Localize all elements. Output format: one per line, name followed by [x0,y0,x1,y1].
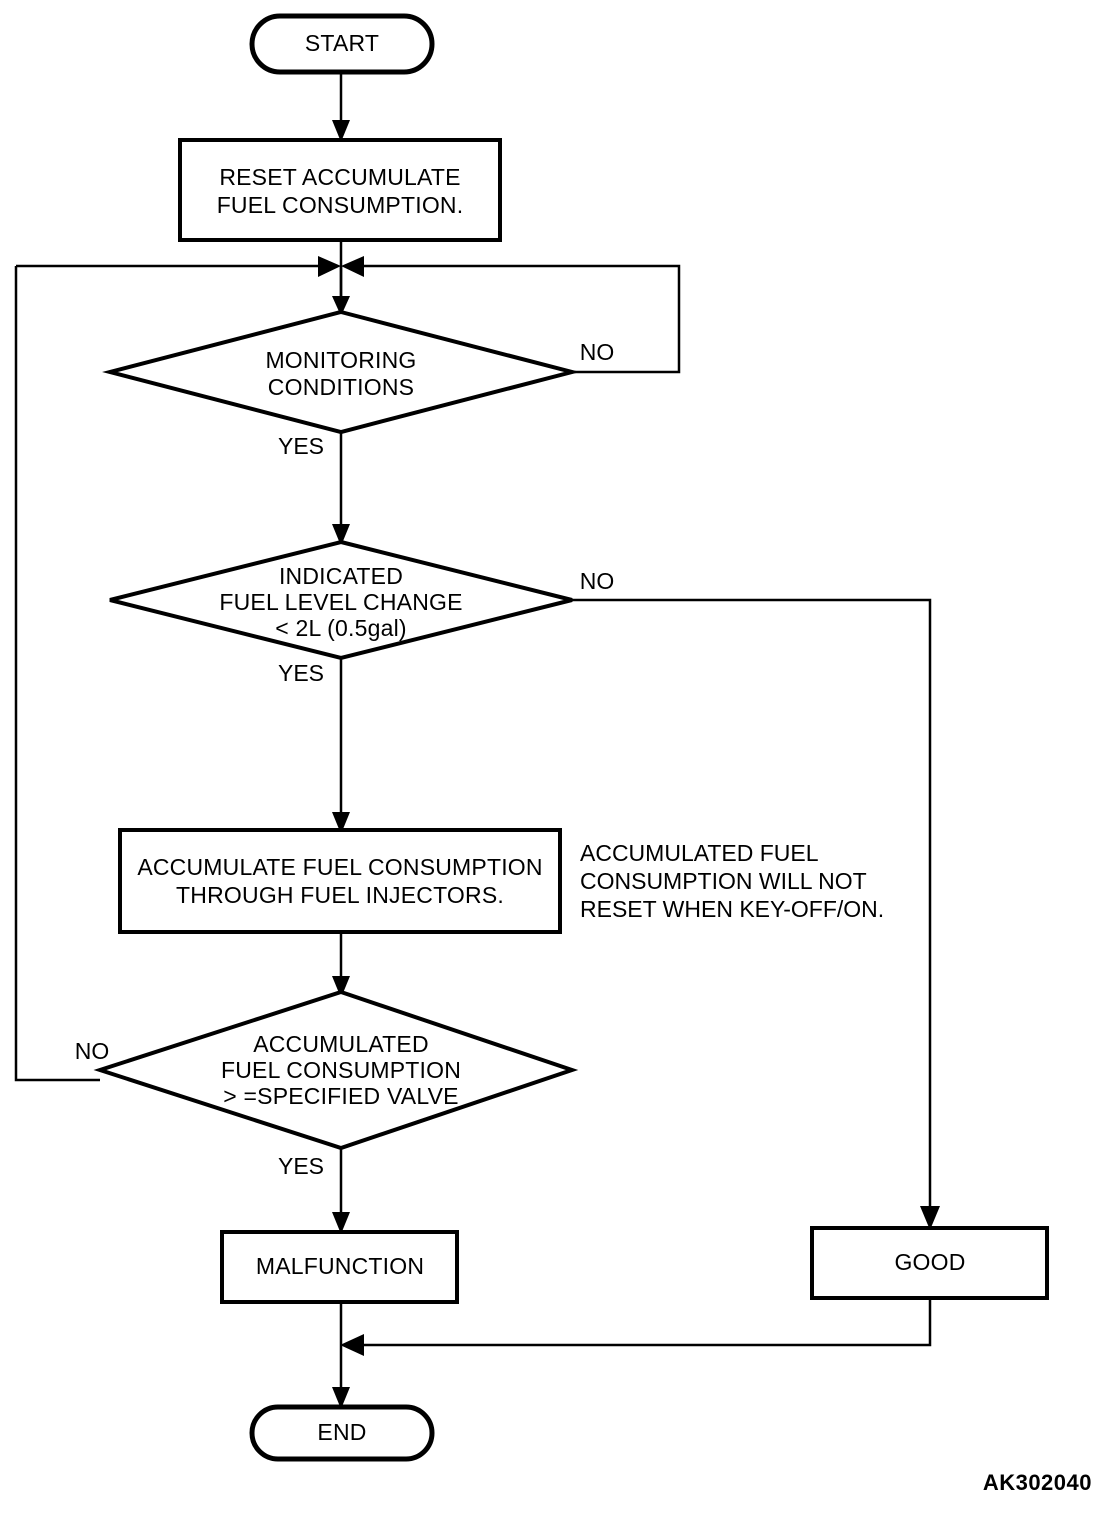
monitoring-label-line2: CONDITIONS [268,374,414,400]
connector-monitoring-no-loop [352,264,681,374]
fuel-level-no-label: NO [580,568,615,594]
threshold-label-line2: FUEL CONSUMPTION [221,1057,461,1083]
node-monitoring-conditions: MONITORING CONDITIONS [102,309,580,435]
threshold-diamond-shape [93,989,579,1151]
fuel-level-label-line3: < 2L (0.5gal) [275,615,407,641]
accumulate-label-line2: THROUGH FUEL INJECTORS. [176,882,504,908]
connector-fuel-level-no [572,598,932,1222]
arrow-fuel-level-yes [332,812,350,834]
monitoring-yes-label: YES [278,433,324,459]
arrow-accumulate-to-threshold [332,976,350,998]
node-reset-accumulate: RESET ACCUMULATE FUEL CONSUMPTION. [178,138,502,242]
end-label: END [317,1419,366,1445]
node-good: GOOD [810,1226,1049,1300]
malfunction-box-shape [220,1230,459,1304]
figure-code: AK302040 [983,1470,1092,1495]
malfunction-label: MALFUNCTION [256,1253,424,1279]
arrow-fuel-level-no-to-good [920,1206,940,1230]
connector-good-to-end [352,1298,932,1347]
arrow-start-to-reset [332,120,350,142]
arrow-malfunction-to-end [332,1387,350,1409]
good-box-shape [810,1226,1049,1300]
arrow-right-loop-merge [341,256,364,277]
note-accumulated-fuel-consumption: ACCUMULATED FUEL CONSUMPTION WILL NOT RE… [580,840,884,922]
fuel-level-diamond-shape [109,539,573,661]
accumulate-box-shape [118,828,562,934]
reset-box-shape [178,138,502,242]
threshold-no-label: NO [75,1038,110,1064]
node-malfunction: MALFUNCTION [220,1230,459,1304]
arrow-junction-to-monitoring [332,296,350,316]
threshold-label-line3: > =SPECIFIED VALVE [223,1083,458,1109]
note-line2: CONSUMPTION WILL NOT [580,868,867,894]
reset-label-line1: RESET ACCUMULATE [219,164,460,190]
good-label: GOOD [894,1249,965,1275]
fuel-level-label-line2: FUEL LEVEL CHANGE [219,589,462,615]
note-line1: ACCUMULATED FUEL [580,840,819,866]
end-terminal-shape [249,1404,435,1462]
fuel-level-label-line1: INDICATED [279,563,403,589]
threshold-label-line1: ACCUMULATED [253,1031,429,1057]
arrow-good-merge [340,1334,364,1356]
node-end: END [249,1404,435,1462]
node-indicated-fuel-level-change: INDICATED FUEL LEVEL CHANGE < 2L (0.5gal… [109,539,573,661]
arrow-threshold-yes [332,1212,350,1234]
fuel-level-yes-label: YES [278,660,324,686]
node-accumulate-fuel-consumption: ACCUMULATE FUEL CONSUMPTION THROUGH FUEL… [118,828,562,934]
arrow-left-loop-merge [318,256,341,277]
connector-threshold-no-loop [14,266,100,1082]
threshold-yes-label: YES [278,1153,324,1179]
node-accumulated-threshold: ACCUMULATED FUEL CONSUMPTION > =SPECIFIE… [93,989,579,1151]
node-start: START [249,13,435,75]
start-label: START [305,30,379,56]
monitoring-diamond-shape [102,309,580,435]
monitoring-no-label: NO [580,339,615,365]
arrow-monitoring-yes [332,524,350,546]
start-terminal-shape [249,13,435,75]
accumulate-label-line1: ACCUMULATE FUEL CONSUMPTION [137,854,542,880]
monitoring-label-line1: MONITORING [265,347,416,373]
note-line3: RESET WHEN KEY-OFF/ON. [580,896,884,922]
reset-label-line2: FUEL CONSUMPTION. [217,192,464,218]
